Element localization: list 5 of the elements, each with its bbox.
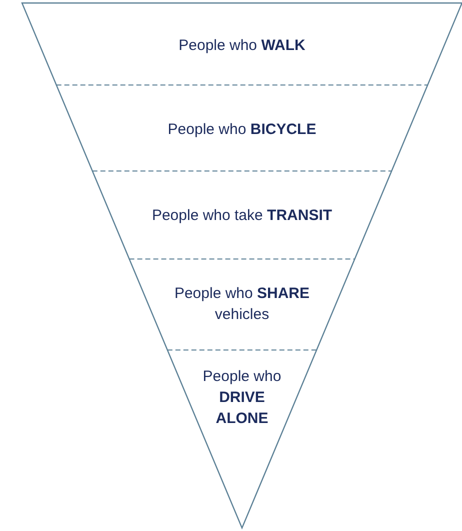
tier-label: People who take TRANSIT (152, 206, 332, 226)
tier-label: People who BICYCLE (168, 120, 316, 140)
tier-label: People who SHARE vehicles (173, 284, 311, 325)
tier-label: People who WALK (178, 36, 306, 56)
tier-label: People who DRIVE ALONE (202, 366, 282, 428)
